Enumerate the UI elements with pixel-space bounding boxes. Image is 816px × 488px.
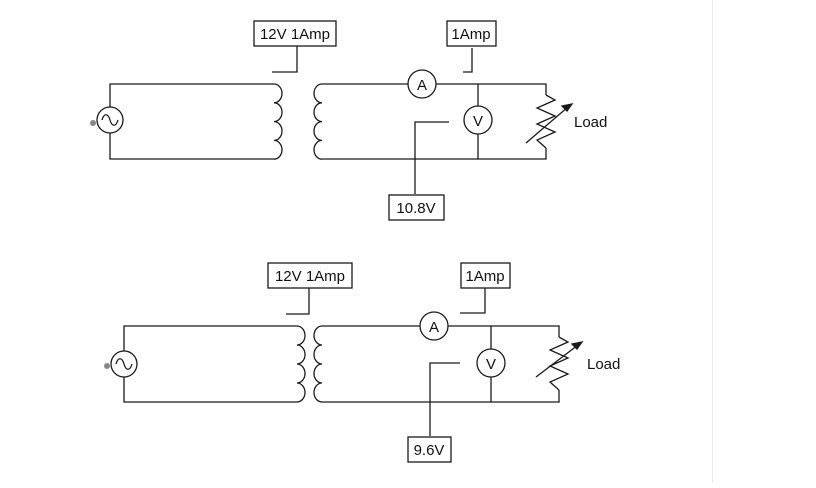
supply-rating-callout: 12V 1Amp — [253, 20, 337, 73]
supply-rating-label: 12V 1Amp — [260, 26, 330, 43]
supply-rating-label: 12V 1Amp — [275, 268, 345, 285]
variable-load-icon: Load — [525, 94, 607, 149]
ac-source-icon — [96, 106, 124, 134]
voltmeter-symbol: V — [486, 356, 496, 373]
voltage-reading-callout: 9.6V — [407, 436, 452, 463]
voltmeter-symbol: V — [473, 113, 483, 130]
current-rating-callout: 1Amp — [460, 262, 511, 289]
variable-load-icon: Load — [535, 336, 620, 391]
secondary-coil-icon — [313, 325, 323, 403]
ammeter-symbol: A — [429, 319, 439, 336]
ammeter: A — [407, 69, 437, 99]
circuit-2: A V Load 12V 1Amp 1Amp 9.6V — [104, 262, 620, 463]
primary-coil-icon — [273, 83, 283, 160]
voltage-reading-label: 10.8V — [396, 200, 435, 217]
secondary-loop — [313, 288, 560, 403]
load-label: Load — [574, 114, 607, 131]
secondary-coil-icon — [313, 83, 323, 160]
ac-source-icon — [110, 350, 138, 378]
primary-coil-icon — [296, 325, 306, 403]
voltmeter: V — [429, 348, 506, 436]
circuit-1: A V Load 12V 1Amp 1Amp 10.8V — [90, 20, 607, 221]
ammeter: A — [419, 311, 449, 341]
current-rating-label: 1Amp — [451, 26, 490, 43]
current-rating-label: 1Amp — [465, 268, 504, 285]
voltmeter: V — [414, 105, 493, 194]
voltage-reading-callout: 10.8V — [388, 194, 445, 221]
current-rating-callout: 1Amp — [446, 20, 497, 47]
voltage-reading-label: 9.6V — [414, 442, 445, 459]
ammeter-symbol: A — [417, 77, 427, 94]
primary-loop — [104, 325, 306, 403]
load-label: Load — [587, 356, 620, 373]
secondary-loop — [313, 48, 547, 160]
side-panel — [712, 0, 816, 483]
supply-rating-callout: 12V 1Amp — [267, 262, 353, 315]
primary-loop — [90, 83, 283, 160]
